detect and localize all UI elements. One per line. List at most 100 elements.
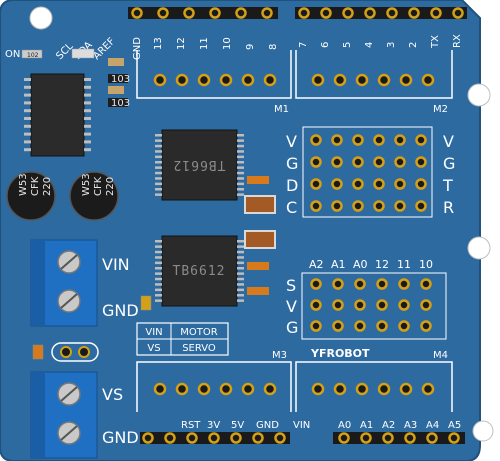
top-header-pin xyxy=(157,7,169,19)
analog-top-label: 11 xyxy=(397,258,411,271)
m3-pin xyxy=(153,382,167,396)
smd-cap-brown-2 xyxy=(244,230,276,249)
svg-text:220: 220 xyxy=(105,177,116,196)
analog-header-pin xyxy=(398,299,410,311)
serial-grid-pin xyxy=(331,156,343,168)
electrolytic-cap-left: 220 CFK W53 xyxy=(6,171,56,221)
m4-pin xyxy=(355,382,369,396)
analog-header-pin xyxy=(376,278,388,290)
top-header-left xyxy=(128,7,278,19)
m1-pin xyxy=(153,73,167,87)
bottom-analog-label: A3 xyxy=(404,420,417,431)
top-header-pin xyxy=(342,7,354,19)
bottom-header-pin xyxy=(338,432,350,444)
bottom-power-label: GND xyxy=(256,420,279,431)
top-header-pin xyxy=(364,7,376,19)
analog-top-label: 10 xyxy=(419,258,433,271)
bottom-header-pin xyxy=(252,432,264,444)
electrolytic-cap-right: 220 CFK W53 xyxy=(69,171,119,221)
bottom-header-pin xyxy=(448,432,460,444)
serial-grid-right-label: G xyxy=(443,154,455,173)
top-header-right xyxy=(295,7,467,19)
analog-header-pin xyxy=(354,320,366,332)
top-pin-label: RX xyxy=(452,34,463,48)
m3-pin xyxy=(219,382,233,396)
m2-pin xyxy=(377,73,391,87)
smd-cap-brown-1 xyxy=(244,195,276,214)
analog-top-label: 12 xyxy=(375,258,389,271)
top-header-pin xyxy=(235,7,247,19)
top-header-pin xyxy=(298,7,310,19)
analog-row-label: G xyxy=(286,318,298,337)
analog-header-outline xyxy=(301,272,447,340)
m1-outline xyxy=(136,50,292,99)
serial-grid-pin xyxy=(331,178,343,190)
bottom-header-pin xyxy=(404,432,416,444)
top-pin-label: 13 xyxy=(153,37,164,50)
top-header-pin xyxy=(131,7,143,19)
analog-header-pin xyxy=(376,320,388,332)
serial-grid-pin xyxy=(310,156,322,168)
top-pin-label: 5 xyxy=(342,42,353,48)
m3-pin xyxy=(263,382,277,396)
analog-header-pin xyxy=(354,299,366,311)
analog-top-label: A0 xyxy=(353,258,368,271)
smd-cap-orange-3 xyxy=(247,287,269,295)
smd-resistor-left xyxy=(32,344,44,360)
analog-top-label: A1 xyxy=(331,258,346,271)
serial-grid-pin xyxy=(352,134,364,146)
svg-text:CFK: CFK xyxy=(30,176,41,196)
serial-grid-pin xyxy=(394,134,406,146)
analog-header-pin xyxy=(354,278,366,290)
top-pin-label: 3 xyxy=(386,42,397,48)
bottom-analog-label: A4 xyxy=(426,420,439,431)
m4-pin xyxy=(377,382,391,396)
serial-grid-pin xyxy=(373,134,385,146)
m3-pin xyxy=(175,382,189,396)
m4-pin xyxy=(399,382,413,396)
terminal-vin-label: VIN xyxy=(102,255,130,274)
screw-terminal-lower xyxy=(30,371,98,459)
m2-pin xyxy=(399,73,413,87)
serial-grid-pin xyxy=(310,178,322,190)
top-header-pin xyxy=(430,7,442,19)
analog-row-label: S xyxy=(286,276,296,295)
resistor-103-b xyxy=(108,98,128,107)
serial-grid-left-label: V xyxy=(286,132,297,151)
resistor-103-a xyxy=(108,74,128,83)
serial-grid-pin xyxy=(310,200,322,212)
top-pin-label: 12 xyxy=(176,37,187,50)
tb6612-chip-upper: TB6612 xyxy=(155,129,244,201)
serial-grid-pin xyxy=(415,200,427,212)
serial-grid-pin xyxy=(352,200,364,212)
bottom-power-label: RST xyxy=(181,420,201,431)
gnd-top-label: GND xyxy=(132,37,143,60)
analog-header-pin xyxy=(310,320,322,332)
on-led xyxy=(21,49,43,59)
top-header-pin xyxy=(261,7,273,19)
bottom-power-label: VIN xyxy=(293,420,310,431)
serial-grid-pin xyxy=(415,134,427,146)
power-table-vs: VS xyxy=(147,343,160,354)
svg-text:W53: W53 xyxy=(18,173,29,196)
r1-code: 102 xyxy=(27,52,39,59)
m3-pin xyxy=(241,382,255,396)
bottom-header-pin xyxy=(382,432,394,444)
tb6612-lower-label: TB6612 xyxy=(173,264,226,279)
m3-pin xyxy=(197,382,211,396)
serial-grid-left-label: D xyxy=(286,176,298,195)
analog-header-pin xyxy=(398,278,410,290)
bottom-header-pin xyxy=(164,432,176,444)
on-label: ON xyxy=(5,49,20,60)
analog-header-pin xyxy=(376,299,388,311)
mounting-hole-bottom-right xyxy=(472,420,494,442)
top-header-pin xyxy=(408,7,420,19)
serial-grid-pin xyxy=(352,156,364,168)
top-pin-label: 10 xyxy=(222,37,233,50)
m1-pin xyxy=(241,73,255,87)
m2-label: M2 xyxy=(433,104,448,115)
bottom-analog-label: A5 xyxy=(448,420,461,431)
serial-grid-pin xyxy=(331,200,343,212)
serial-grid-pin xyxy=(331,134,343,146)
